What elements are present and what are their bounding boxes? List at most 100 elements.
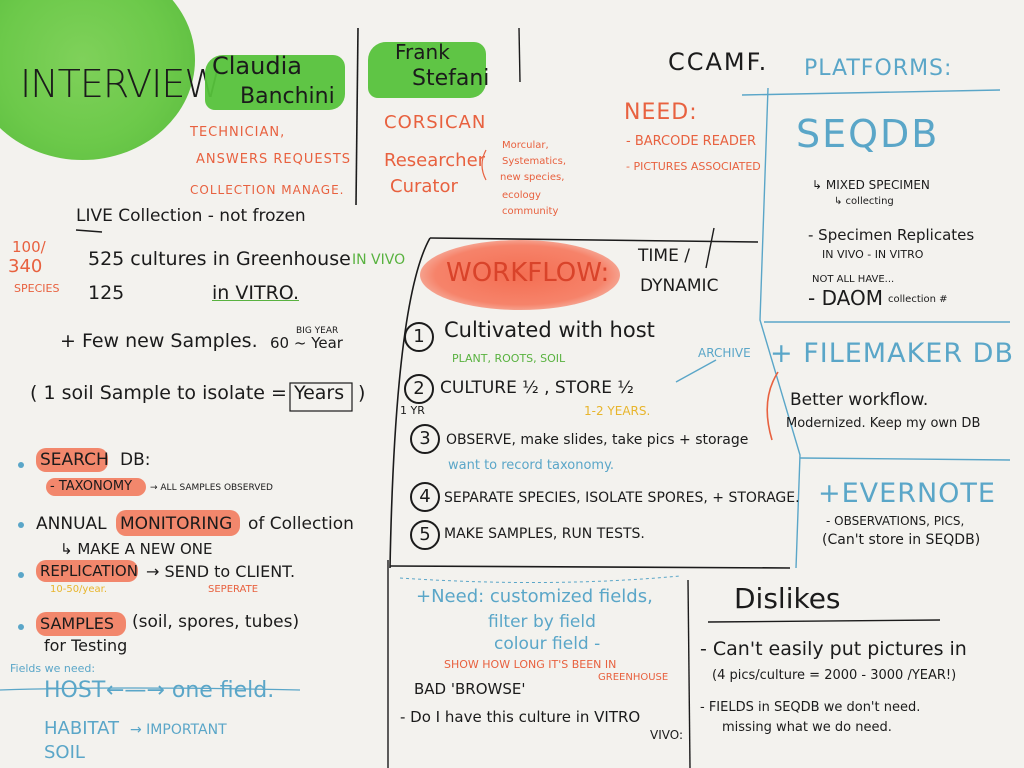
dislike-2: - FIELDS in SEQDB we don't need.	[700, 700, 921, 715]
for-testing-label: for Testing	[44, 636, 128, 655]
seqdb-title: SEQDB	[796, 112, 940, 156]
dislikes-title: Dislikes	[734, 582, 841, 615]
needs-line-4: SHOW HOW LONG IT'S BEEN IN	[444, 658, 617, 671]
of-collection-label: of Collection	[248, 514, 354, 534]
soil-label: SOIL	[44, 742, 85, 763]
culture-count-1: 525 cultures in Greenhouse	[88, 248, 351, 270]
search-highlight	[36, 448, 108, 472]
frank-role-2: Curator	[390, 176, 458, 197]
interview-title: INTERVIEW	[20, 62, 222, 106]
workflow-title: WORKFLOW:	[446, 258, 610, 288]
habitat-important: → IMPORTANT	[130, 722, 227, 738]
time-label: TIME /	[638, 246, 690, 266]
needs-line-6: - Do I have this culture in VITRO	[400, 708, 641, 726]
search-db: DB:	[120, 450, 151, 470]
soil-sample: ( 1 soil Sample to isolate =	[30, 382, 287, 404]
needs-line-5: BAD 'BROWSE'	[414, 680, 526, 698]
seqdb-note-7: collection #	[888, 294, 948, 305]
needs-line-6b: VIVO:	[650, 728, 684, 742]
need-item-1: - BARCODE READER	[626, 134, 757, 149]
frank-interest-3: new species,	[500, 172, 565, 183]
dislike-1: - Can't easily put pictures in	[700, 638, 967, 660]
bullet-dot	[18, 462, 24, 468]
person2-name-last: Stefani	[412, 66, 490, 91]
claudia-role-3: COLLECTION MANAGE.	[190, 183, 345, 197]
workflow-highlight	[420, 240, 620, 310]
person1-name-last: Banchini	[240, 84, 335, 109]
seqdb-note-6: - DAOM	[808, 286, 883, 310]
samples-highlight	[36, 612, 126, 636]
dislike-1-detail: (4 pics/culture = 2000 - 3000 /YEAR!)	[712, 668, 957, 683]
step-3: OBSERVE, make slides, take pics + storag…	[446, 432, 749, 448]
ccamf-label: CCAMF.	[668, 48, 769, 76]
seqdb-note-4: IN VIVO - IN VITRO	[822, 248, 924, 261]
seqdb-note-5: NOT ALL HAVE...	[812, 274, 895, 285]
step-5: MAKE SAMPLES, RUN TESTS.	[444, 526, 645, 542]
filemaker-title: + FILEMAKER DB	[770, 338, 1014, 369]
dislike-2-detail: missing what we do need.	[722, 720, 892, 735]
taxonomy-label: - TAXONOMY	[50, 479, 133, 494]
step-2-sub: 1-2 YEARS.	[584, 404, 651, 418]
seqdb-note-3: - Specimen Replicates	[808, 226, 975, 244]
one-year-label: 1 YR	[400, 404, 425, 417]
step-number: 2	[404, 374, 434, 404]
evernote-note-2: (Can't store in SEQDB)	[822, 532, 981, 548]
bullet-dot	[18, 624, 24, 630]
claudia-role-1: TECHNICIAN,	[190, 125, 286, 140]
culture-count-2: 125	[88, 282, 125, 304]
frank-origin: CORSICAN	[384, 112, 487, 133]
claudia-role-2: ANSWERS REQUESTS	[196, 152, 352, 167]
search-label: SEARCH	[40, 450, 109, 470]
frank-interest-1: Morcular,	[502, 140, 549, 151]
evernote-title: +EVERNOTE	[818, 478, 996, 509]
send-client-label: → SEND to CLIENT.	[146, 562, 296, 581]
separate-label: SEPERATE	[208, 584, 259, 595]
make-new-label: ↳ MAKE A NEW ONE	[60, 540, 213, 558]
fields-label: Fields we need:	[10, 662, 96, 675]
host-label: HOST	[44, 678, 106, 703]
bullet-dot	[18, 522, 24, 528]
frank-interest-2: Systematics,	[502, 156, 567, 167]
new-samples: + Few new Samples.	[60, 330, 258, 352]
evernote-note-1: - OBSERVATIONS, PICS,	[826, 514, 965, 528]
needs-line-4b: GREENHOUSE	[598, 672, 669, 683]
seqdb-note-1: ↳ MIXED SPECIMEN	[812, 178, 930, 192]
name-highlight-frank	[368, 42, 486, 98]
frank-role-1: Researcher	[384, 150, 486, 171]
host-one-field: ←—→ one field.	[106, 678, 275, 703]
need-title: NEED:	[624, 100, 698, 125]
samples-paren: (soil, spores, tubes)	[132, 612, 300, 632]
step-3-sub: want to record taxonomy.	[448, 458, 615, 473]
step-number: 1	[404, 322, 434, 352]
person2-name-first: Frank	[395, 40, 450, 64]
needs-line-1: +Need: customized fields,	[416, 586, 653, 607]
seqdb-note-2: ↳ collecting	[834, 196, 894, 207]
platforms-title: PLATFORMS:	[804, 56, 953, 81]
in-vivo-label: IN VIVO	[352, 252, 406, 268]
step-number: 4	[410, 482, 440, 512]
replication-highlight	[36, 560, 138, 582]
samples-label: SAMPLES	[40, 614, 115, 633]
habitat-label: HABITAT	[44, 718, 120, 739]
species-label: SPECIES	[14, 282, 60, 295]
filemaker-note-2: Modernized. Keep my own DB	[786, 416, 981, 431]
step-number: 3	[410, 424, 440, 454]
step-number: 5	[410, 520, 440, 550]
step-2: CULTURE ½ , STORE ½	[440, 378, 634, 398]
monitoring-highlight	[116, 510, 240, 536]
soil-close-paren: )	[358, 382, 366, 404]
replication-per-year: 10-50/year.	[50, 584, 107, 595]
archive-label: ARCHIVE	[698, 346, 751, 360]
bullet-dot	[18, 572, 24, 578]
frank-interest-4: ecology	[502, 190, 541, 201]
person1-name-first: Claudia	[212, 52, 302, 80]
per-year-count: 60 ~ Year	[270, 334, 343, 352]
frank-interest-5: community	[502, 206, 559, 217]
big-year: BIG YEAR	[296, 326, 339, 336]
live-collection: LIVE Collection - not frozen	[76, 206, 306, 226]
need-item-2: - PICTURES ASSOCIATED	[626, 160, 761, 173]
years-label: Years	[294, 382, 345, 404]
step-4: SEPARATE SPECIES, ISOLATE SPORES, + STOR…	[444, 490, 800, 506]
monitoring-label: MONITORING	[120, 514, 233, 534]
